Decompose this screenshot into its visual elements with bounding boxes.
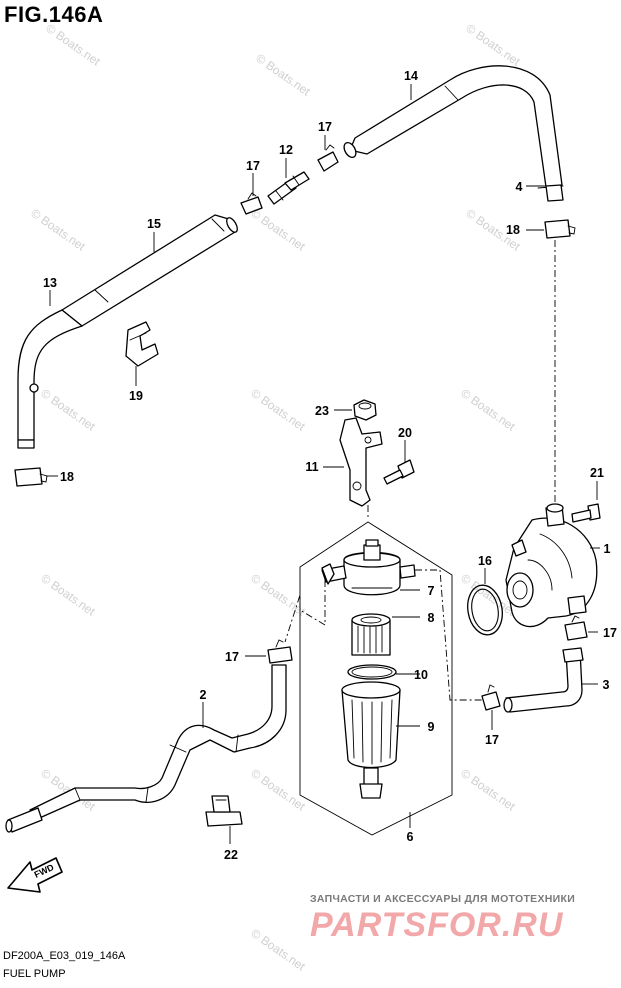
callout-labels: 14 17 12 17 4 18 15 13 19 18 23 20 11 21… bbox=[43, 69, 617, 862]
callout-7[interactable]: 7 bbox=[428, 584, 435, 598]
callout-11[interactable]: 11 bbox=[305, 460, 318, 474]
callout-22[interactable]: 22 bbox=[224, 848, 238, 862]
part-3-hose[interactable] bbox=[503, 647, 584, 713]
leader-lines bbox=[46, 84, 600, 844]
callout-2[interactable]: 2 bbox=[200, 688, 207, 702]
part-8-filter-element[interactable] bbox=[351, 613, 391, 656]
part-17-clip-top[interactable] bbox=[317, 144, 339, 172]
part-18-clip-right[interactable] bbox=[544, 219, 576, 239]
callout-16[interactable]: 16 bbox=[478, 554, 492, 568]
callout-17-a[interactable]: 17 bbox=[318, 120, 332, 134]
callout-10[interactable]: 10 bbox=[414, 668, 428, 682]
part-21-bolt[interactable] bbox=[571, 503, 601, 523]
callout-15[interactable]: 15 bbox=[147, 217, 161, 231]
part-18-clip-left[interactable] bbox=[14, 467, 48, 487]
part-15-hose[interactable] bbox=[61, 214, 239, 327]
figure-code: DF200A_E03_019_146A bbox=[3, 950, 126, 962]
part-13-hose[interactable] bbox=[17, 309, 83, 449]
callout-17-c[interactable]: 17 bbox=[603, 626, 617, 640]
watermark-text: © Boats.net bbox=[248, 206, 308, 254]
watermark-text: © Boats.net bbox=[28, 206, 88, 254]
callout-14[interactable]: 14 bbox=[404, 69, 418, 83]
part-11-bracket[interactable] bbox=[339, 417, 383, 507]
callout-23[interactable]: 23 bbox=[315, 404, 329, 418]
fwd-arrow-icon: FWD bbox=[7, 857, 63, 893]
callout-17-d[interactable]: 17 bbox=[225, 650, 239, 664]
figure-title: FIG.146A bbox=[4, 2, 104, 27]
part-10-o-ring[interactable] bbox=[347, 664, 397, 680]
part-22-clamp[interactable] bbox=[205, 795, 243, 827]
watermark-text: © Boats.net bbox=[38, 571, 98, 619]
callout-21[interactable]: 21 bbox=[590, 466, 604, 480]
banner-tagline: ЗАПЧАСТИ И АКСЕССУАРЫ ДЛЯ МОТОТЕХНИКИ bbox=[310, 893, 576, 905]
link-filter-hose2 bbox=[284, 580, 326, 643]
watermark-text: © Boats.net bbox=[43, 21, 103, 69]
callout-4[interactable]: 4 bbox=[516, 180, 523, 194]
callout-20[interactable]: 20 bbox=[398, 426, 412, 440]
watermark-text: © Boats.net bbox=[463, 21, 523, 69]
part-6-filter-assembly-outline bbox=[299, 521, 453, 836]
figure-name: FUEL PUMP bbox=[3, 968, 66, 980]
watermark-layer: © Boats.net © Boats.net © Boats.net © Boats… bbox=[28, 21, 523, 974]
watermark-text: © Boats.net bbox=[458, 766, 518, 814]
callout-17-b[interactable]: 17 bbox=[246, 159, 260, 173]
part-14-hose[interactable] bbox=[342, 65, 564, 202]
watermark-text: © Boats.net bbox=[248, 926, 308, 974]
part-17-clip-right[interactable] bbox=[564, 615, 588, 641]
banner-brand-logo: PARTSFOR.RU bbox=[310, 906, 564, 944]
watermark-text: © Boats.net bbox=[248, 386, 308, 434]
callout-9[interactable]: 9 bbox=[428, 720, 435, 734]
watermark-text: © Boats.net bbox=[248, 571, 308, 619]
part-17-clip-lower-left[interactable] bbox=[267, 639, 293, 664]
callout-19[interactable]: 19 bbox=[129, 389, 143, 403]
callout-8[interactable]: 8 bbox=[428, 611, 435, 625]
part-17-clip-mid[interactable] bbox=[240, 192, 263, 215]
part-7-filter-head[interactable] bbox=[321, 539, 416, 596]
watermark-text: © Boats.net bbox=[38, 386, 98, 434]
part-20-bolt[interactable] bbox=[383, 459, 415, 485]
part-17-clip-lower-right[interactable] bbox=[481, 684, 501, 711]
link-filter-hose3 bbox=[415, 569, 482, 701]
watermark-text: © Boats.net bbox=[253, 51, 313, 99]
callout-17-e[interactable]: 17 bbox=[485, 733, 499, 747]
part-23-nut[interactable] bbox=[353, 399, 377, 421]
callout-1[interactable]: 1 bbox=[604, 542, 611, 556]
callout-6[interactable]: 6 bbox=[407, 830, 414, 844]
part-2-hose[interactable] bbox=[5, 664, 287, 833]
callout-12[interactable]: 12 bbox=[279, 143, 293, 157]
callout-3[interactable]: 3 bbox=[603, 678, 610, 692]
part-16-o-ring[interactable] bbox=[464, 582, 506, 637]
part-9-filter-bowl[interactable] bbox=[341, 681, 401, 799]
watermark-text: © Boats.net bbox=[248, 766, 308, 814]
callout-13[interactable]: 13 bbox=[43, 276, 57, 290]
callout-18-a[interactable]: 18 bbox=[506, 223, 520, 237]
part-19-clamp[interactable] bbox=[125, 321, 159, 367]
part-1-fuel-pump[interactable] bbox=[505, 503, 598, 628]
part-12-connector[interactable] bbox=[267, 171, 310, 205]
callout-18-b[interactable]: 18 bbox=[60, 470, 74, 484]
watermark-text: © Boats.net bbox=[458, 386, 518, 434]
